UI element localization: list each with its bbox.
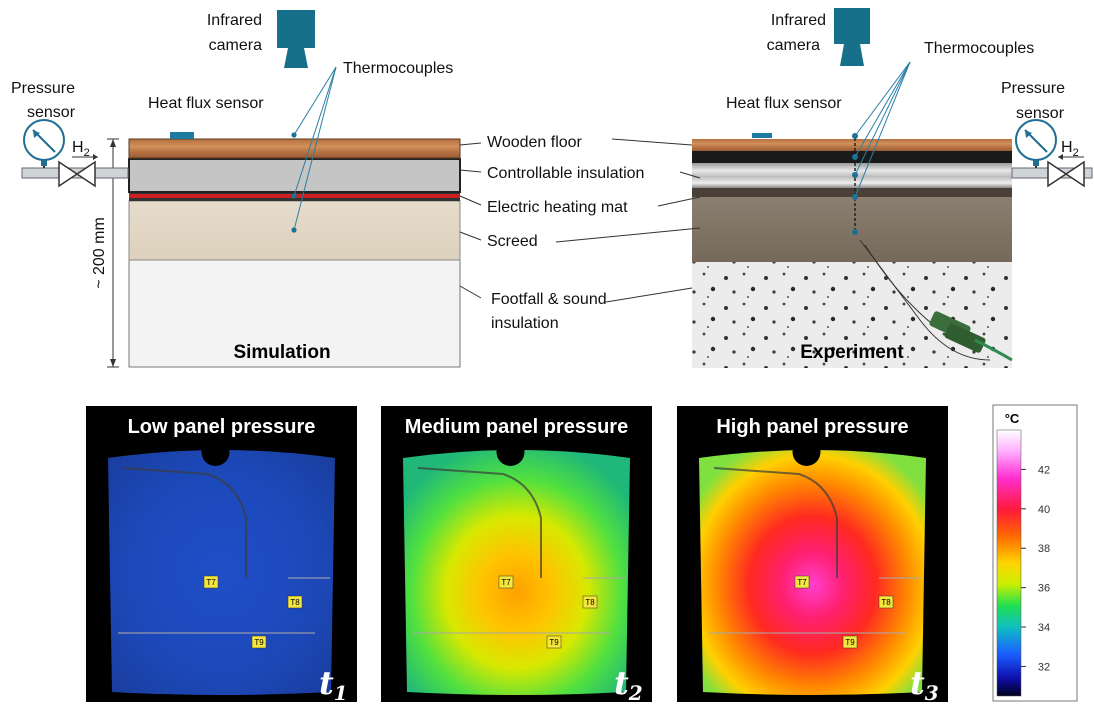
infrared-camera-icon [277, 10, 315, 68]
sensor-tag-box [498, 575, 514, 589]
footfall-label-line2: insulation [491, 315, 559, 332]
simulation-diagram [21, 10, 461, 368]
pressure-sensor-label-exp-line1: Pressure [1001, 80, 1065, 97]
infrared-camera-label-line2: camera [209, 37, 262, 54]
pressure-sensor-label-line1: Pressure [11, 80, 75, 97]
sensor-tag-box [287, 595, 303, 609]
heat-flux-sensor-exp [752, 133, 772, 138]
sensor-tag-t8: T8 [585, 598, 595, 607]
thermocouple-line-2 [293, 66, 337, 197]
colorbar: °C 42 40 38 36 34 32 [992, 404, 1078, 702]
panel-time-label: t1 [319, 664, 348, 705]
infrared-camera-icon-exp [834, 8, 870, 66]
sensor-tag-box [878, 595, 894, 609]
thermocouple-exp-5 [852, 229, 858, 235]
footfall-insulation-layer [128, 259, 461, 368]
cable-trace [122, 467, 247, 578]
panel-time-label: t2 [614, 664, 643, 705]
sensor-tag-box [546, 635, 562, 649]
photo-heating-mat [692, 188, 1012, 197]
controllable-insulation-label: Controllable insulation [487, 165, 644, 182]
panel-time-label: t3 [910, 664, 939, 705]
thermal-image [108, 450, 335, 695]
heat-flux-sensor-label-sim: Heat flux sensor [148, 95, 264, 112]
infrared-camera-label-line1: Infrared [207, 12, 262, 29]
photo-controllable-insulation [692, 163, 1012, 188]
photo-footfall-insulation [692, 262, 1012, 368]
simulation-label: Simulation [233, 342, 330, 363]
panel-title: High panel pressure [716, 416, 908, 438]
plug-hole [496, 438, 525, 466]
colorbar-tick-label: 32 [1038, 661, 1050, 673]
sensor-tag-t8: T8 [290, 598, 300, 607]
photo-screed [692, 197, 1012, 262]
footfall-label-line1: Footfall & sound [491, 291, 607, 308]
pressure-sensor-icon [21, 119, 129, 188]
h2-label-sim: H2 [72, 139, 90, 159]
pressure-sensor-label-line2: sensor [27, 104, 76, 121]
thermal-image [699, 450, 926, 695]
cable-trace [713, 467, 838, 578]
colorbar-unit: °C [1005, 411, 1020, 426]
thermocouple-line-3 [293, 66, 337, 231]
controllable-insulation-layer [128, 158, 461, 193]
sensor-tag-t8: T8 [881, 598, 891, 607]
panel-title: Low panel pressure [128, 416, 316, 438]
pressure-sensor-icon-exp [1011, 119, 1093, 188]
colorbar-tick-label: 40 [1038, 504, 1050, 516]
experiment-photo [692, 8, 1093, 368]
sensor-tag-t9: T9 [254, 638, 264, 647]
colorbar-ticks: 42 40 38 36 34 32 [1021, 464, 1050, 673]
sensor-tag-t9: T9 [845, 638, 855, 647]
photo-wooden-floor [692, 139, 1012, 151]
colorbar-tick-label: 42 [1038, 464, 1050, 476]
thermocouple-line-1 [293, 66, 337, 136]
sensor-tag-t7: T7 [797, 578, 807, 587]
thermocouples-label-sim: Thermocouples [343, 60, 453, 77]
infrared-camera-label-exp-line2: camera [767, 37, 820, 54]
sensor-tag-t9: T9 [549, 638, 559, 647]
thermocouples-label-exp: Thermocouples [924, 40, 1034, 57]
experiment-label: Experiment [800, 342, 904, 363]
plug-hole [201, 438, 230, 466]
photo-dark-gap [692, 150, 1012, 163]
panel-title: Medium panel pressure [405, 416, 628, 438]
sensor-tag-box [842, 635, 858, 649]
infrared-camera-label-exp-line1: Infrared [771, 12, 826, 29]
sensor-tag-box [203, 575, 219, 589]
screed-label: Screed [487, 233, 538, 250]
colorbar-tick-label: 34 [1038, 622, 1050, 634]
colorbar-tick-label: 38 [1038, 543, 1050, 555]
sensor-tag-box [794, 575, 810, 589]
sensor-tag-t7: T7 [206, 578, 216, 587]
cable-trace [417, 467, 542, 578]
sensor-tag-t7: T7 [501, 578, 511, 587]
sensor-tag-box [251, 635, 267, 649]
electric-heating-mat-label: Electric heating mat [487, 199, 628, 216]
colorbar-gradient [996, 429, 1022, 697]
dimension-label: ~ 200 mm [91, 217, 108, 289]
thermocouple-connectors [929, 311, 1013, 362]
heat-flux-sensor-label-exp: Heat flux sensor [726, 95, 842, 112]
sensor-tag-box [582, 595, 598, 609]
plug-hole [792, 438, 821, 466]
layer-leader-lines [459, 138, 701, 303]
colorbar-tick-label: 36 [1038, 583, 1050, 595]
h2-label-exp: H2 [1061, 139, 1079, 159]
thermal-image [403, 450, 630, 695]
pressure-sensor-label-exp-line2: sensor [1016, 105, 1065, 122]
wooden-floor-label: Wooden floor [487, 134, 583, 151]
wooden-floor-layer [128, 138, 461, 159]
heat-flux-sensor-sim [170, 132, 194, 139]
